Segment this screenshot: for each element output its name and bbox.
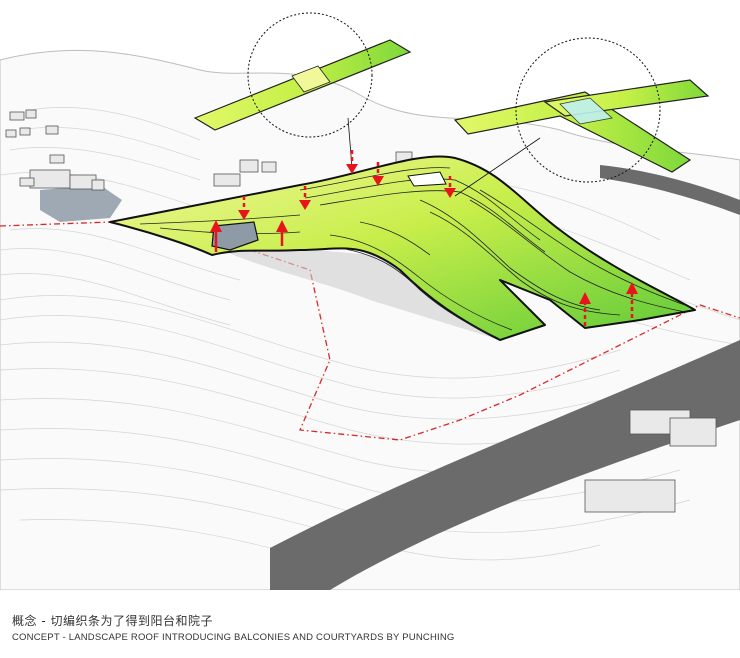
punch-arrows bbox=[210, 150, 638, 326]
courtyard-opening bbox=[211, 221, 259, 251]
water bbox=[40, 185, 122, 222]
up-arrow-icon bbox=[210, 220, 222, 252]
caption-chinese: 概念 - 切编织条为了得到阳台和院子 bbox=[12, 614, 213, 628]
upper-road bbox=[600, 165, 740, 215]
up-arrow-icon bbox=[579, 292, 591, 326]
up-arrow-icon bbox=[626, 282, 638, 318]
balcony-opening bbox=[407, 171, 447, 187]
road bbox=[270, 340, 740, 590]
down-arrow-icon bbox=[346, 150, 358, 174]
strip-detail-left bbox=[193, 12, 412, 169]
caption-english: CONCEPT - LANDSCAPE ROOF INTRODUCING BAL… bbox=[12, 632, 455, 643]
up-arrow-icon bbox=[276, 220, 288, 246]
down-arrow-icon bbox=[238, 196, 250, 220]
zoom-circle-icon bbox=[515, 37, 661, 183]
down-arrow-icon bbox=[444, 176, 456, 198]
down-arrow-icon bbox=[372, 162, 384, 186]
concept-diagram bbox=[0, 12, 740, 590]
zoom-circle-icon bbox=[247, 12, 373, 138]
buildings bbox=[5, 109, 717, 513]
site-boundary bbox=[0, 221, 740, 441]
down-arrow-icon bbox=[299, 186, 311, 210]
strip-detail-right bbox=[453, 37, 710, 197]
landscape-roof bbox=[109, 155, 696, 341]
